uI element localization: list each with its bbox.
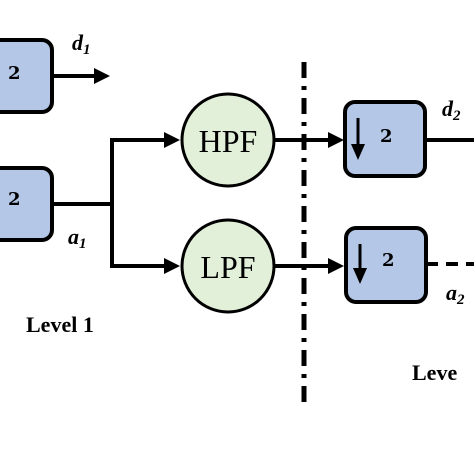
level-1-label: Level 1 xyxy=(26,312,94,337)
level-2-label: Leve xyxy=(412,360,457,385)
d1-arrowhead xyxy=(94,68,110,84)
a2-label: a2 xyxy=(446,280,465,308)
lpf-output-arrowhead xyxy=(328,258,344,274)
to-hpf-arrowhead xyxy=(164,132,180,148)
d2-label: d2 xyxy=(442,96,461,124)
downsample-box-a1-label: 2 xyxy=(8,189,21,210)
downsample-box-a2-label: 2 xyxy=(382,250,395,271)
down-arrow-icon xyxy=(351,118,365,160)
downsample-box-d1-label: 2 xyxy=(8,63,21,84)
downsample-box-d2-label: 2 xyxy=(380,126,393,147)
lpf-label: LPF xyxy=(200,249,255,285)
to-lpf-arrowhead xyxy=(164,258,180,274)
d1-label: d1 xyxy=(72,30,91,58)
hpf-label: HPF xyxy=(199,123,258,159)
down-arrow-icon xyxy=(353,244,367,284)
hpf-output-arrowhead xyxy=(328,132,344,148)
a1-label: a1 xyxy=(68,224,87,252)
